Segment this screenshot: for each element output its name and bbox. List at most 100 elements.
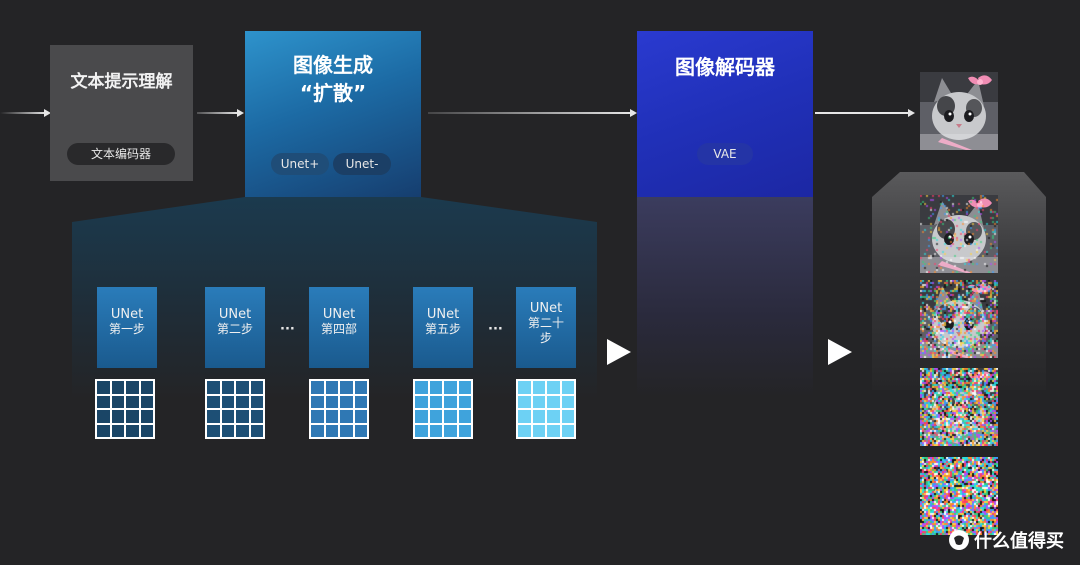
grid-cell xyxy=(532,381,545,394)
grid-cell xyxy=(458,410,471,423)
final-kitten-image xyxy=(920,72,998,150)
watermark-logo-icon xyxy=(949,530,969,550)
kitten-image-step xyxy=(920,457,998,535)
grid-cell xyxy=(547,395,560,408)
unet-step-label: UNet xyxy=(110,307,144,322)
grid-cell xyxy=(354,381,367,394)
grid-cell xyxy=(429,381,442,394)
kitten-image-step xyxy=(920,368,998,446)
unet-minus-pill: Unet- xyxy=(333,153,391,175)
grid-cell xyxy=(236,381,249,394)
image-decoder-title: 图像解码器 xyxy=(675,55,775,79)
play-arrow-icon xyxy=(828,339,852,365)
unet-step-1: UNet 第一步 xyxy=(97,287,157,368)
grid-cell xyxy=(354,395,367,408)
grid-cell xyxy=(444,395,457,408)
grid-cell xyxy=(236,395,249,408)
grid-cell xyxy=(140,424,153,437)
unet-step-20: UNet 第二十步 xyxy=(516,287,576,368)
grid-cell xyxy=(325,381,338,394)
watermark-text: 什么值得买 xyxy=(974,531,1064,552)
unet-step-label: UNet xyxy=(426,307,460,322)
grid-cell xyxy=(311,424,324,437)
unet-step-5: UNet 第五步 xyxy=(413,287,473,368)
grid-cell xyxy=(111,424,124,437)
grid-cell xyxy=(111,395,124,408)
grid-cell xyxy=(532,395,545,408)
latent-grid xyxy=(516,379,576,439)
grid-cell xyxy=(250,395,263,408)
unet-step-name: 第四部 xyxy=(320,322,357,336)
grid-cell xyxy=(561,381,574,394)
grid-cell xyxy=(340,424,353,437)
unet-step-name: 第二十步 xyxy=(528,316,565,345)
grid-cell xyxy=(250,424,263,437)
grid-cell xyxy=(250,381,263,394)
diffusion-title: 图像生成 “扩散” xyxy=(245,51,421,107)
diffusion-title-line2: “扩散” xyxy=(299,81,367,105)
unet-step-label: UNet xyxy=(529,301,563,316)
grid-cell xyxy=(547,424,560,437)
unet-step-label: UNet xyxy=(218,307,252,322)
grid-cell xyxy=(311,381,324,394)
grid-cell xyxy=(340,395,353,408)
latent-grid xyxy=(413,379,473,439)
kitten-image-step xyxy=(920,280,998,358)
grid-cell xyxy=(111,410,124,423)
grid-cell xyxy=(207,381,220,394)
grid-cell xyxy=(126,381,139,394)
grid-cell xyxy=(140,381,153,394)
ellipsis-between-steps: ··· xyxy=(280,322,295,337)
latent-grid xyxy=(309,379,369,439)
grid-cell xyxy=(97,395,110,408)
diffusion-block: 图像生成 “扩散” Unet+ Unet- xyxy=(245,31,421,197)
grid-cell xyxy=(97,410,110,423)
grid-cell xyxy=(561,395,574,408)
grid-cell xyxy=(97,381,110,394)
grid-cell xyxy=(236,410,249,423)
grid-cell xyxy=(221,381,234,394)
image-decoder-block: 图像解码器 VAE xyxy=(637,31,813,197)
grid-cell xyxy=(547,381,560,394)
grid-cell xyxy=(415,410,428,423)
text-encoder-title: 文本提示理解 xyxy=(70,72,173,92)
grid-cell xyxy=(532,424,545,437)
grid-cell xyxy=(207,395,220,408)
grid-cell xyxy=(458,381,471,394)
unet-step-4: UNet 第四部 xyxy=(309,287,369,368)
text-encoder-block: 文本提示理解 文本编码器 xyxy=(50,45,193,181)
grid-cell xyxy=(532,410,545,423)
grid-cell xyxy=(207,410,220,423)
grid-cell xyxy=(221,424,234,437)
grid-cell xyxy=(429,395,442,408)
grid-cell xyxy=(518,381,531,394)
latent-grid xyxy=(205,379,265,439)
grid-cell xyxy=(444,410,457,423)
grid-cell xyxy=(126,410,139,423)
decoder-fade-panel xyxy=(637,197,813,397)
grid-cell xyxy=(221,410,234,423)
unet-step-name: 第二步 xyxy=(216,322,253,336)
grid-cell xyxy=(207,424,220,437)
unet-step-name: 第一步 xyxy=(108,322,145,336)
ellipsis-between-steps: ··· xyxy=(488,322,503,337)
text-encoder-pill: 文本编码器 xyxy=(67,143,175,165)
grid-cell xyxy=(250,410,263,423)
kitten-image-step xyxy=(920,195,998,273)
grid-cell xyxy=(325,395,338,408)
unet-step-label: UNet xyxy=(322,307,356,322)
unet-step-2: UNet 第二步 xyxy=(205,287,265,368)
grid-cell xyxy=(236,424,249,437)
grid-cell xyxy=(126,395,139,408)
grid-cell xyxy=(140,395,153,408)
grid-cell xyxy=(140,410,153,423)
latent-grid xyxy=(95,379,155,439)
grid-cell xyxy=(429,424,442,437)
grid-cell xyxy=(126,424,139,437)
grid-cell xyxy=(340,410,353,423)
grid-cell xyxy=(311,410,324,423)
grid-cell xyxy=(547,410,560,423)
vae-pill: VAE xyxy=(697,143,753,165)
grid-cell xyxy=(518,395,531,408)
grid-cell xyxy=(354,424,367,437)
